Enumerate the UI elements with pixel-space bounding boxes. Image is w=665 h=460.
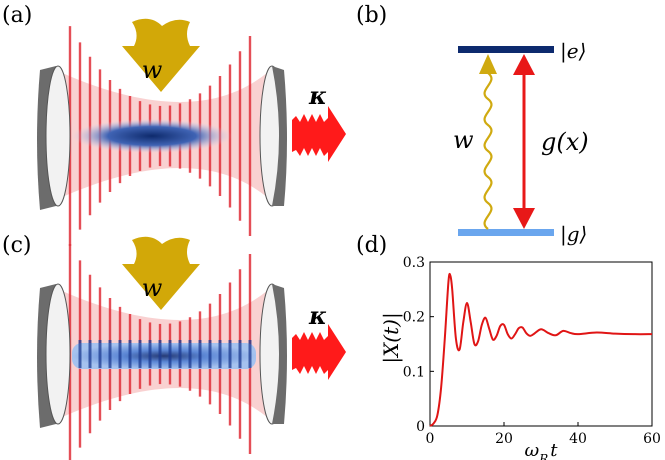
right-mirror-c [259,283,287,425]
x-tick-label: 20 [495,431,513,447]
excited-state-label: |e⟩ [560,39,586,64]
panel-d-label: (d) [356,233,387,258]
pump-arrow-a: w [122,18,200,92]
panel-a: (a) w κ [2,3,346,246]
y-tick-label: 0.2 [403,310,425,326]
left-mirror-a [37,65,71,210]
pump-arrowhead [479,54,497,74]
x-tick-label: 40 [569,431,587,447]
lattice-c [78,340,252,368]
panel-a-label: (a) [2,3,32,28]
y-axis-label: |X(t)| [379,312,404,363]
ground-state-label: |g⟩ [560,222,587,247]
ground-level [458,229,554,236]
right-mirror-a [259,65,287,207]
pump-label-b: w [453,126,474,154]
pump-label-c: w [142,274,163,302]
y-tick-label: 0 [416,419,425,435]
plot-axes: 0 20 40 60 0 0.1 0.2 0.3 [403,255,661,447]
panel-c-label: (c) [2,233,32,258]
pump-label-a: w [142,56,163,84]
panel-b: (b) |e⟩ |g⟩ w g(x) [356,3,589,247]
data-curve [429,272,653,427]
y-tick-label: 0.3 [403,255,425,271]
loss-arrow-c: κ [292,301,346,380]
loss-label-a: κ [308,81,327,110]
plot-frame [429,261,653,427]
pump-arrow-c: w [122,236,200,310]
coupling-label: g(x) [541,128,589,156]
left-mirror-c [37,283,71,428]
coupling-arrowhead-down [513,208,535,229]
loss-arrow-a: κ [292,81,346,162]
atom-cloud-a [72,119,232,153]
pump-wavy-line [483,72,493,230]
excited-level [458,46,554,53]
panel-c: (c) w κ [2,233,346,460]
x-tick-label: 60 [643,431,661,447]
coupling-arrowhead-up [513,54,535,75]
x-tick-label: 0 [426,431,435,447]
y-tick-label: 0.1 [403,364,425,380]
panel-b-label: (b) [356,3,387,28]
loss-label-c: κ [308,301,327,330]
